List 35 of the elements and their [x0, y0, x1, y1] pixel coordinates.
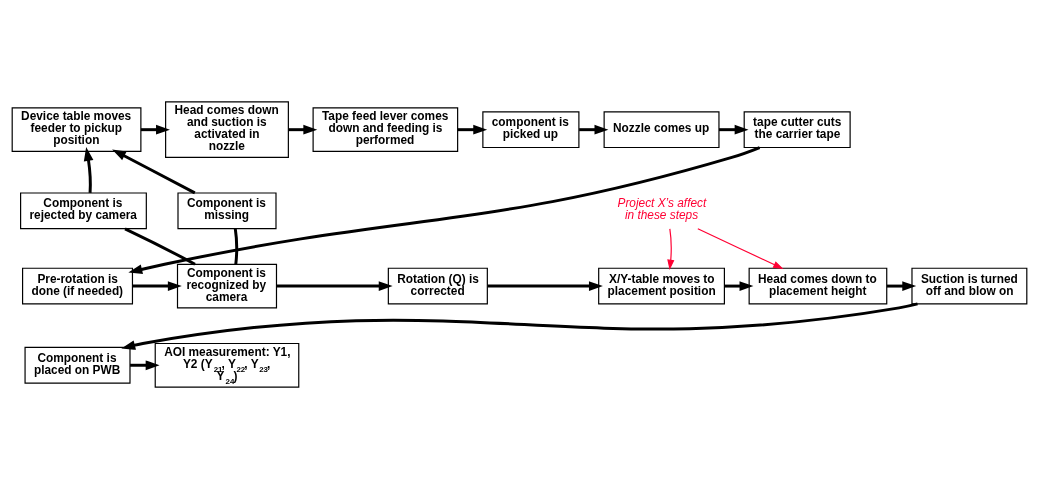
node-box: Component is recognized by camera [176, 263, 278, 309]
node-box: X/Y-table moves to placement position [598, 267, 725, 305]
node-box: Tape feed lever comes down and feeding is performed [312, 107, 459, 153]
arrow [276, 281, 393, 291]
connector [233, 228, 239, 265]
arrow [132, 281, 182, 291]
arrow [719, 124, 749, 135]
arrow [724, 281, 754, 291]
connector [124, 227, 196, 266]
node-box: Component is placed on PWB [24, 346, 131, 384]
node-box: Pre-rotation is done (if needed) [22, 267, 134, 305]
node-box: component is picked up [482, 111, 580, 149]
arrow [121, 302, 918, 350]
node-box: Rotation (Q) is corrected [387, 267, 488, 305]
node-text: Project X’s affect in these steps [617, 196, 707, 223]
arrow [130, 360, 160, 371]
node-box: Head comes down to placement height [748, 267, 888, 305]
node-box: Component is missing [177, 192, 277, 230]
node-box: tape cutter cuts the carrier tape [743, 111, 851, 149]
arrow [579, 124, 609, 135]
arrow [487, 281, 603, 291]
node-box: Head comes down and suction is activated in nozzle [165, 101, 289, 158]
node-box: Suction is turned off and blow on [911, 267, 1028, 305]
arrow [112, 149, 196, 195]
node-box: Device table moves feeder to pickup position [11, 107, 142, 153]
arrow [667, 228, 675, 270]
arrow [457, 124, 488, 135]
arrow [83, 147, 94, 193]
node-box: AOI measurement: Y1, Y2 (Y$_{21}$, Y$_{22}$, Y$_{23}$, Y$_{24}$) [154, 342, 300, 388]
node-box: Component is rejected by camera [20, 192, 147, 230]
arrow [697, 228, 784, 269]
arrow [140, 124, 170, 135]
node-box: Nozzle comes up [603, 111, 720, 149]
arrow [128, 146, 761, 275]
arrow [886, 281, 917, 291]
